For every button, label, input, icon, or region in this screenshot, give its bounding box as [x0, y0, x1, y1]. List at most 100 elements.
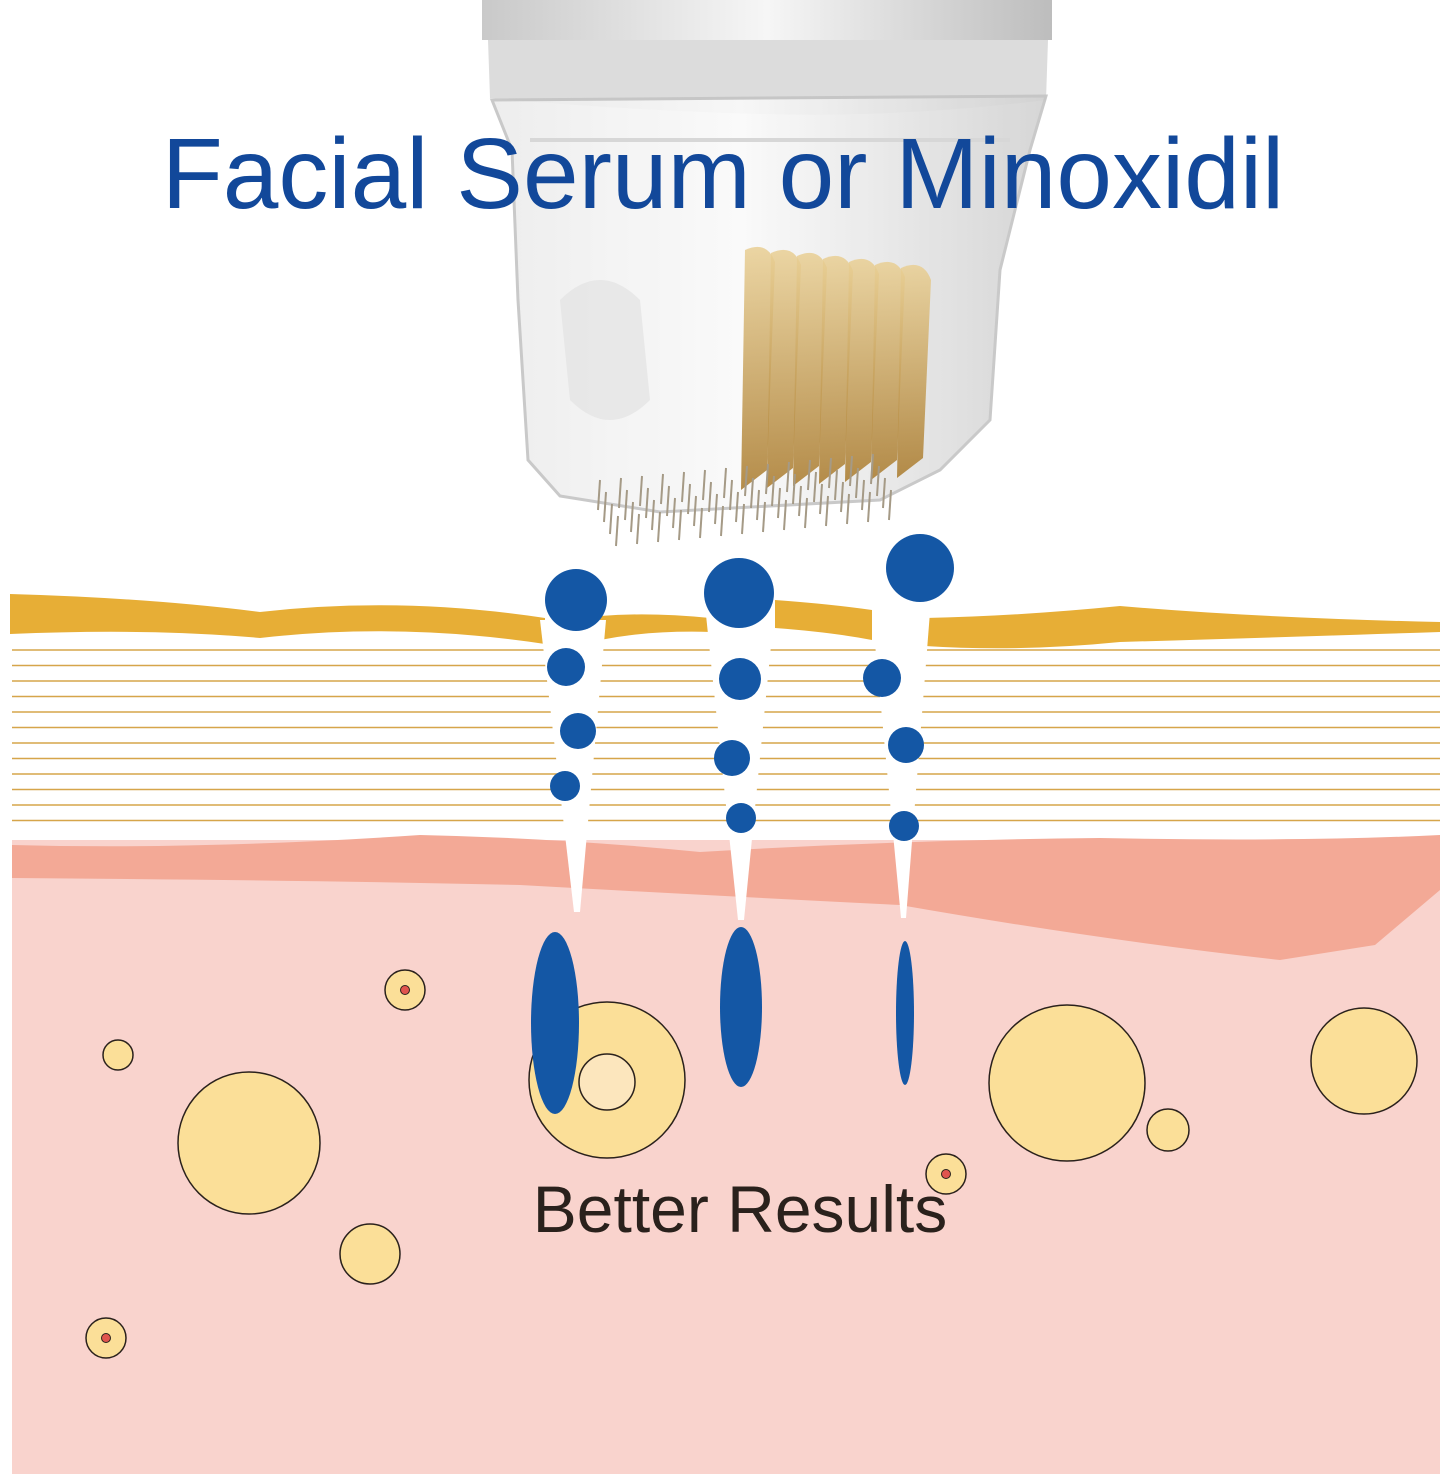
needle-pin	[804, 497, 808, 529]
needle-disc	[741, 246, 775, 490]
needle-pin	[699, 507, 703, 539]
epidermis-top-band-mid	[600, 614, 712, 640]
fat-cell-nucleus	[101, 1333, 111, 1343]
needle-pin	[828, 457, 832, 489]
needle-pins	[597, 453, 892, 547]
needle-pin	[666, 485, 670, 517]
needle-pin	[681, 471, 685, 503]
serum-drop	[886, 534, 954, 602]
serum-drop	[726, 803, 756, 833]
epidermis-top-band	[10, 594, 545, 644]
serum-drop	[719, 658, 761, 700]
needle-pin	[702, 469, 706, 501]
serum-deposit	[896, 941, 914, 1085]
needle-pin	[876, 465, 880, 497]
needle-pin	[720, 505, 724, 537]
needle-disc	[871, 261, 905, 480]
needle-pin	[615, 515, 619, 547]
needle-pin	[660, 473, 664, 505]
fat-cell	[102, 1039, 134, 1071]
needle-disc	[897, 264, 931, 478]
fat-cell	[1146, 1108, 1190, 1152]
fat-cell	[339, 1223, 401, 1285]
needle-pin	[741, 503, 745, 535]
fat-cell-inner	[578, 1053, 636, 1111]
fat-cell-nucleus	[941, 1169, 951, 1179]
needle-pin	[834, 469, 838, 501]
serum-drop	[560, 713, 596, 749]
title: Facial Serum or Minoxidil	[162, 118, 1285, 230]
needle-pin	[636, 513, 640, 545]
needle-disc	[845, 258, 879, 482]
serum-drop	[704, 558, 774, 628]
needle-pin	[762, 501, 766, 533]
microneedle-roller-head-icon	[482, 0, 1052, 547]
fat-cell	[1310, 1007, 1418, 1115]
needle-pin	[765, 463, 769, 495]
needle-pin	[819, 483, 823, 515]
needle-pin	[687, 483, 691, 515]
needle-pin	[783, 499, 787, 531]
needle-pin	[777, 487, 781, 519]
needle-pin	[870, 453, 874, 485]
needle-pin	[825, 495, 829, 527]
needle-pin	[603, 491, 607, 523]
fat-cells	[85, 969, 1418, 1359]
needle-pin	[708, 481, 712, 513]
serum-drop	[889, 811, 919, 841]
needle-pin	[744, 465, 748, 497]
needle-pin	[849, 455, 853, 487]
needle-pin	[609, 503, 613, 535]
needle-pin	[735, 491, 739, 523]
needle-pin	[597, 479, 601, 511]
fat-cell-nucleus	[400, 985, 410, 995]
serum-deposit	[720, 927, 762, 1087]
needle-pin	[756, 489, 760, 521]
serum-drop	[863, 659, 901, 697]
needle-pin	[630, 501, 634, 533]
needle-pin	[867, 491, 871, 523]
needle-pin	[729, 479, 733, 511]
caption-better-results: Better Results	[533, 1172, 948, 1246]
serum-drop	[545, 569, 607, 631]
needle-pin	[723, 467, 727, 499]
needle-pin	[750, 477, 754, 509]
needle-pin	[861, 479, 865, 511]
needle-pin	[651, 499, 655, 531]
needle-pin	[672, 497, 676, 529]
needle-pin	[678, 509, 682, 541]
serum-drops	[531, 534, 954, 1114]
needle-pin	[618, 477, 622, 509]
fat-cell	[177, 1071, 321, 1215]
needle-pin	[624, 489, 628, 521]
serum-drop	[550, 771, 580, 801]
needle-pin	[840, 481, 844, 513]
dermis-layer	[12, 840, 1440, 1474]
needle-pin	[813, 471, 817, 503]
serum-drop	[714, 740, 750, 776]
needle-discs	[741, 246, 931, 490]
needle-pin	[798, 485, 802, 517]
skin-layers	[10, 594, 1440, 1474]
needle-pin	[771, 475, 775, 507]
needle-pin	[807, 459, 811, 491]
fat-cell	[988, 1004, 1146, 1162]
serum-drop	[888, 727, 924, 763]
serum-deposit	[531, 932, 579, 1114]
needle-disc	[767, 249, 801, 488]
needle-disc	[793, 252, 827, 486]
needle-pin	[792, 473, 796, 505]
needle-pin	[855, 467, 859, 499]
needle-pin	[645, 487, 649, 519]
needle-pin	[693, 495, 697, 527]
needle-pin	[639, 475, 643, 507]
epidermis-top-band-mid2	[775, 600, 872, 640]
serum-drop	[547, 648, 585, 686]
needle-pin	[846, 493, 850, 525]
epidermis-top-band-right	[925, 606, 1440, 649]
needle-pin	[657, 511, 661, 543]
needle-pin	[786, 461, 790, 493]
upper-dermis-band	[12, 835, 1440, 960]
needle-pin	[888, 489, 892, 521]
